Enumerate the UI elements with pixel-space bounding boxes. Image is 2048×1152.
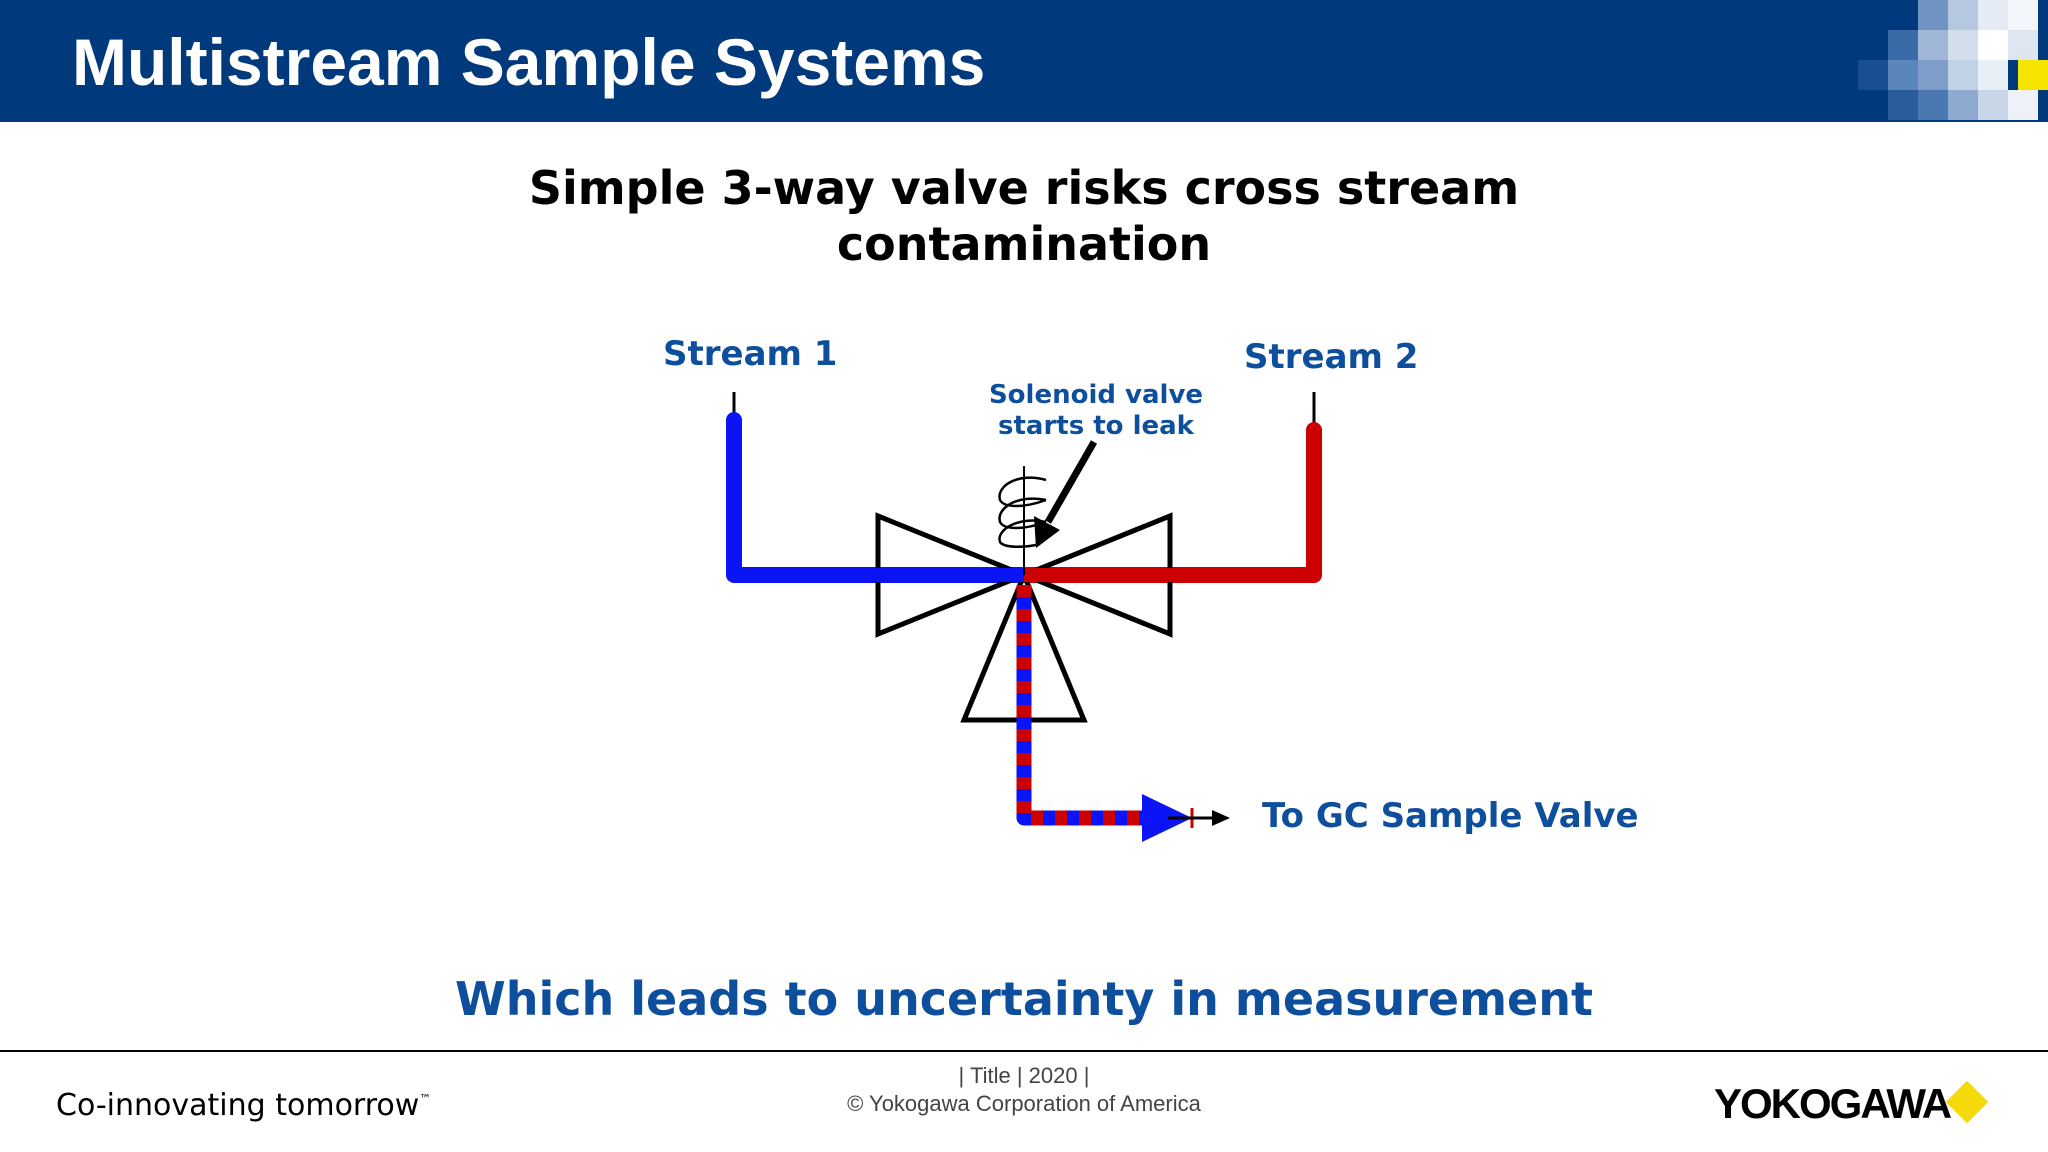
header-bar: Multistream Sample Systems — [0, 0, 2048, 122]
subtitle-line-1: Simple 3-way valve risks cross stream — [528, 161, 1520, 215]
slide-title: Multistream Sample Systems — [72, 25, 986, 99]
footer-divider — [0, 1050, 2048, 1052]
leak-label-line-2: starts to leak — [998, 411, 1194, 441]
output-arrow-head — [1212, 810, 1230, 826]
footer-center: | Title | 2020 | © Yokogawa Corporation … — [724, 1062, 1324, 1118]
subtitle-line-2: contamination — [836, 217, 1212, 271]
yokogawa-logo: YOKOGAWA — [1714, 1080, 1952, 1127]
footer-title-year: | Title | 2020 | — [958, 1063, 1090, 1088]
outlet-arrowhead — [1142, 794, 1192, 842]
stream2-label: Stream 2 — [1244, 337, 1419, 377]
output-label: To GC Sample Valve — [1262, 796, 1639, 836]
trademark-mark: ™ — [419, 1092, 432, 1106]
mosaic-pattern-icon — [1858, 0, 2048, 122]
tagline: Co-innovating tomorrow™ — [56, 1088, 431, 1123]
slide-subtitle: Simple 3-way valve risks cross stream co… — [424, 160, 1624, 272]
leak-label: Solenoid valve starts to leak — [968, 380, 1224, 442]
conclusion-text: Which leads to uncertainty in measuremen… — [455, 972, 1593, 1026]
leak-arrowhead — [1034, 516, 1060, 548]
solenoid-coil-icon — [998, 476, 1047, 548]
stream1-label: Stream 1 — [663, 334, 838, 374]
mixed-outlet-pipe-dashes — [1016, 585, 1150, 826]
tagline-text: Co-innovating tomorrow — [56, 1088, 420, 1123]
leak-arrow-shaft — [1044, 440, 1098, 524]
leak-label-line-1: Solenoid valve — [988, 380, 1204, 410]
footer-copyright: © Yokogawa Corporation of America — [847, 1091, 1201, 1116]
